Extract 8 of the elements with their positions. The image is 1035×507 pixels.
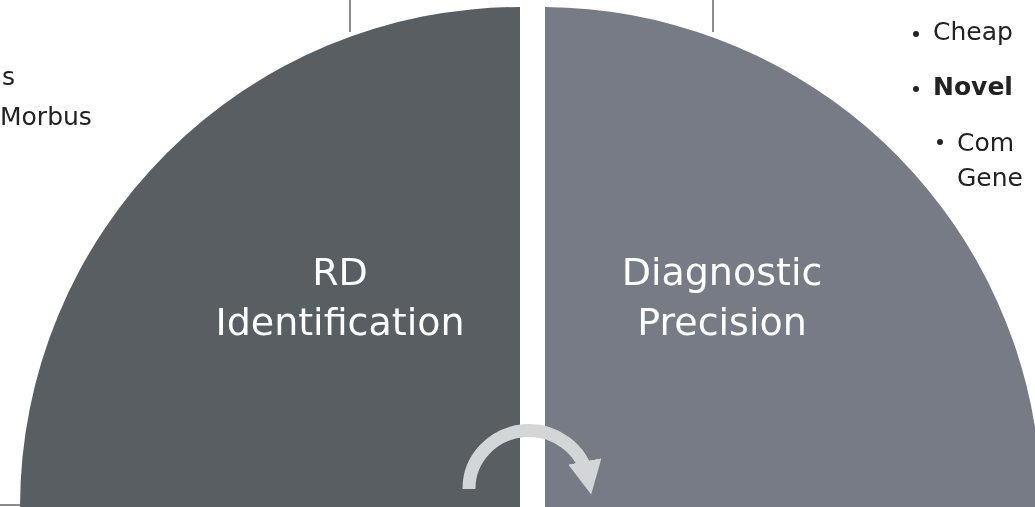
bullet-text: Morbus — [0, 102, 92, 132]
bullet-text: s — [2, 62, 16, 92]
bullet-text: Novel — [933, 72, 1013, 102]
segment-title: RD Identification — [214, 249, 466, 346]
segment-title: Diagnostic Precision — [620, 249, 824, 346]
bullet-text: Com Gene — [957, 127, 1024, 194]
bullet-text: Cheap — [933, 17, 1013, 47]
quarter-circle-segment — [545, 7, 1035, 507]
